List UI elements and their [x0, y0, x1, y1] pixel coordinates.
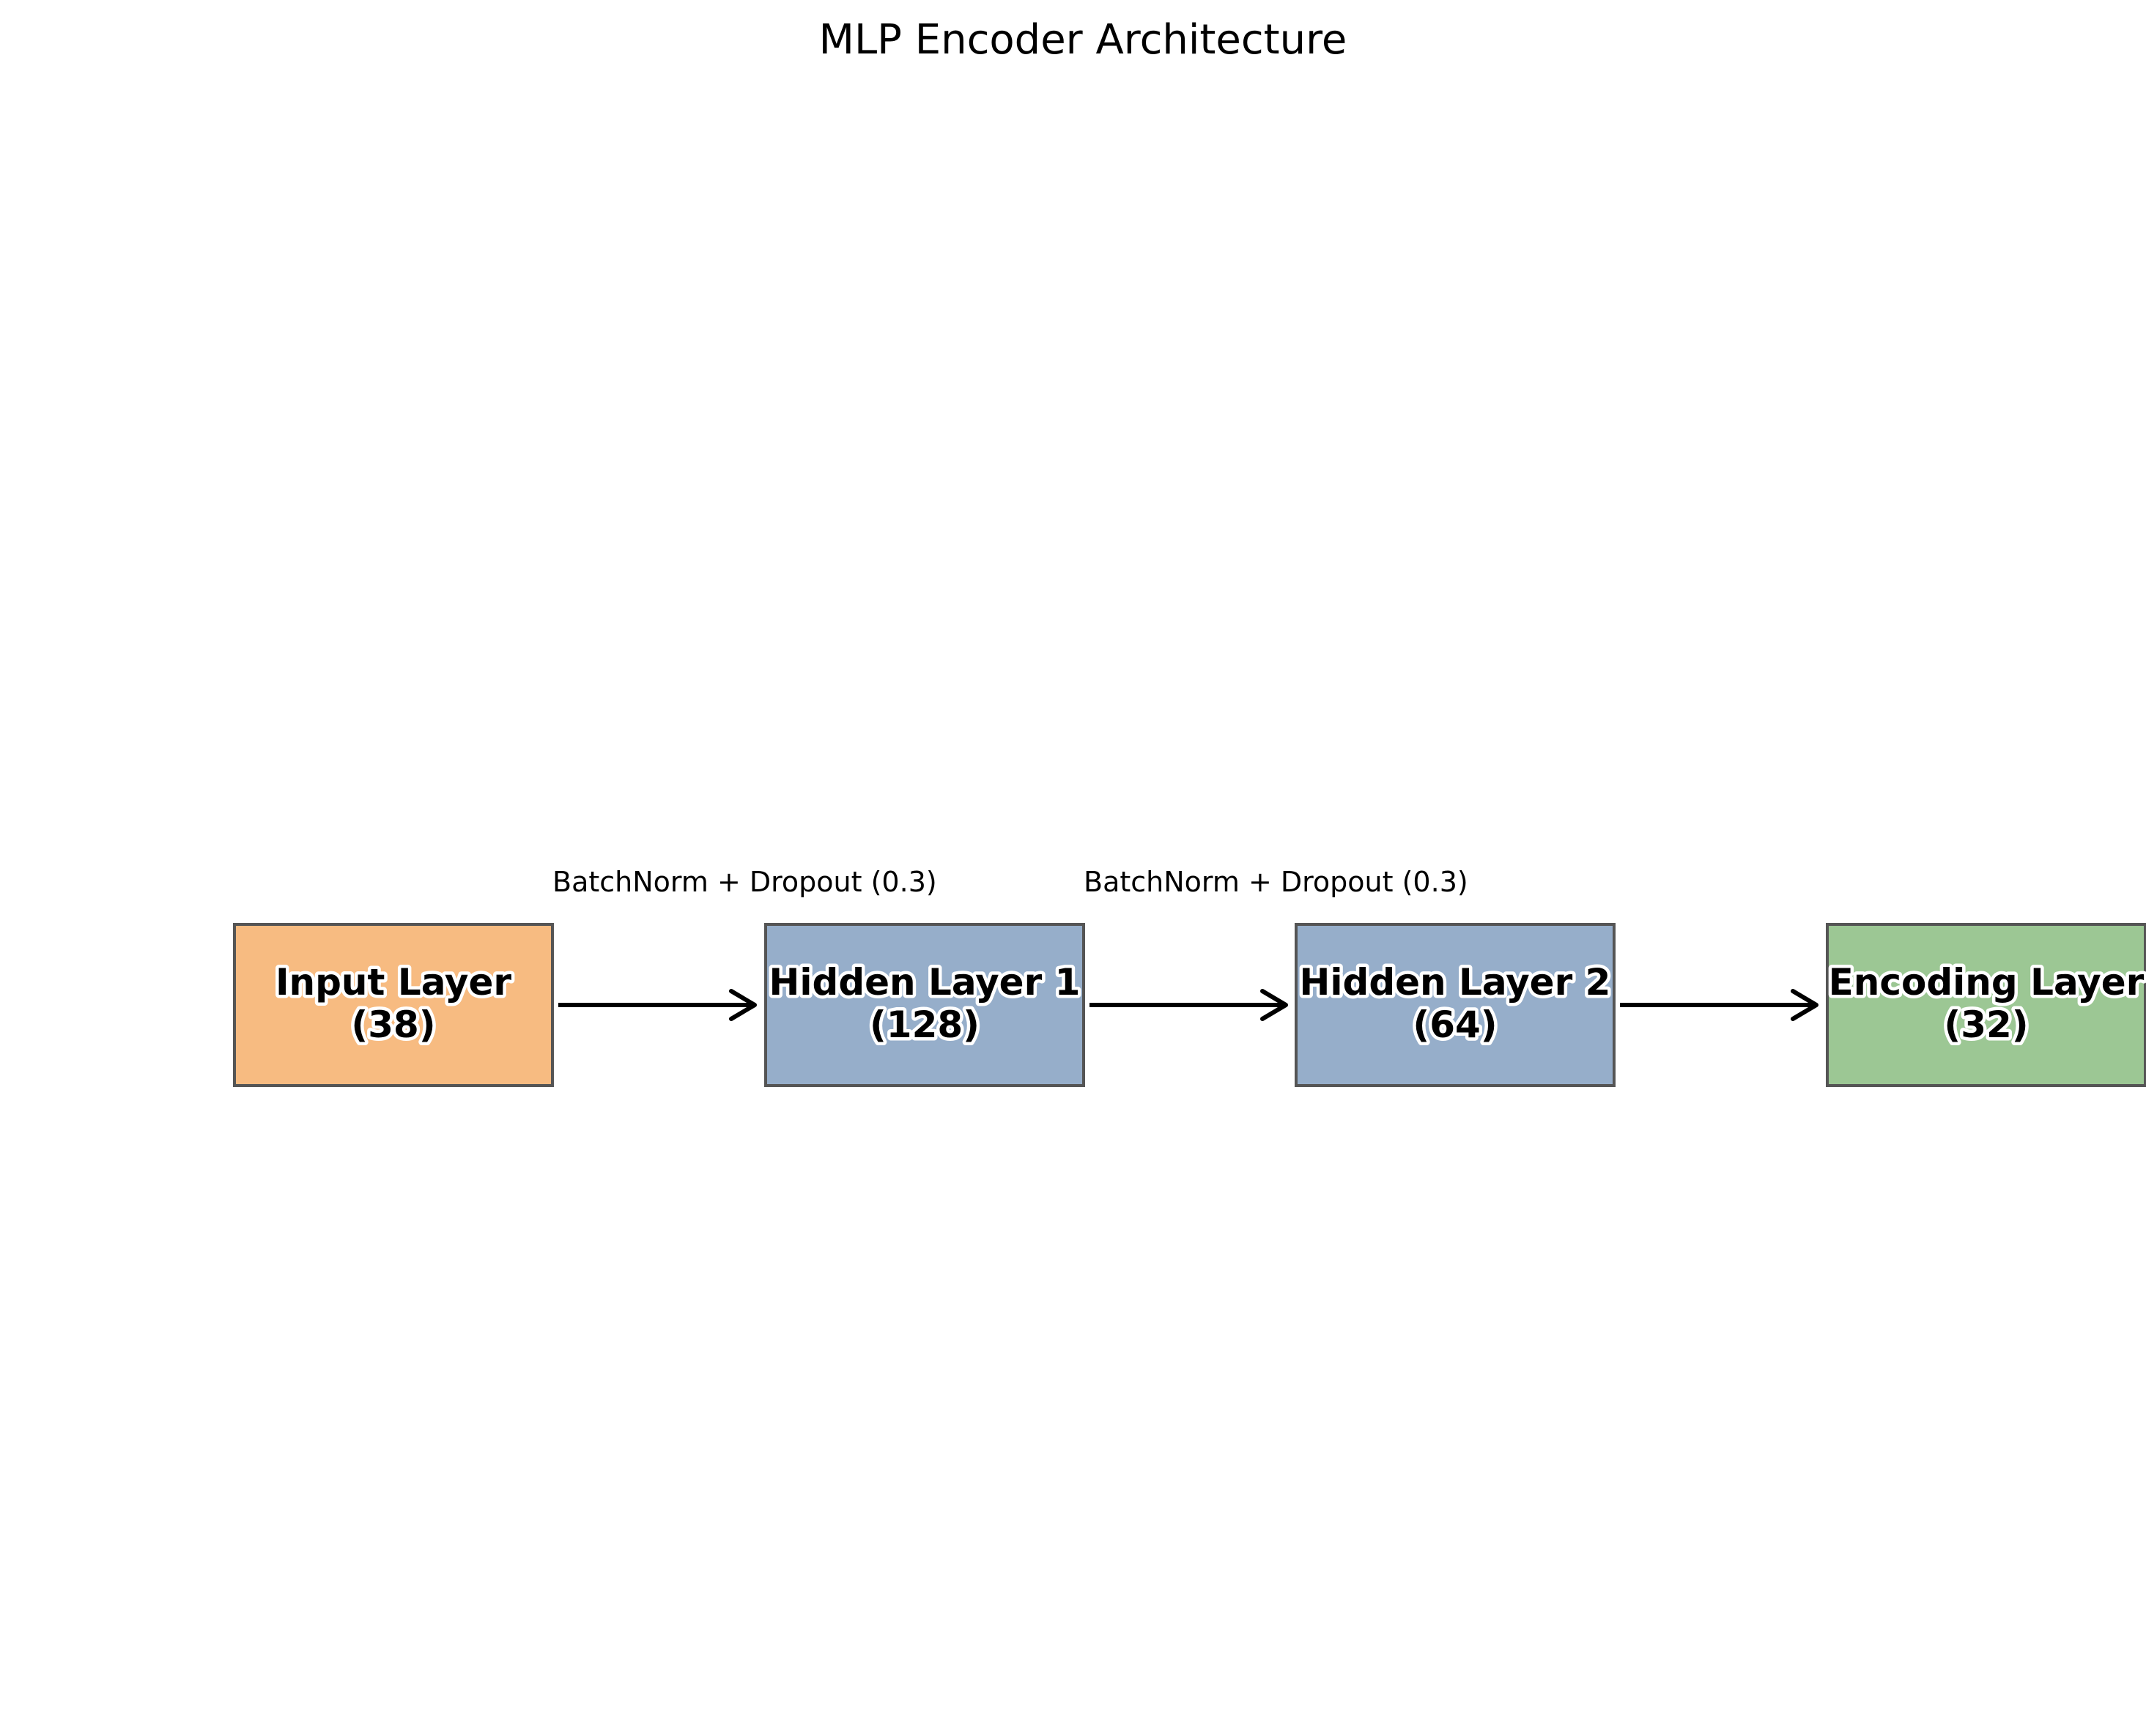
layer-encoding: Encoding Layer (32) — [1825, 923, 2146, 1087]
layer-box — [1826, 923, 2146, 1087]
layer-name: Hidden Layer 2 — [1300, 961, 1611, 1004]
layer-input: Input Layer (38) — [233, 923, 554, 1087]
connection-label: BatchNorm + Dropout (0.3) — [1084, 866, 1468, 898]
layer-box — [1295, 923, 1616, 1087]
connection-hidden-2-to-encoding — [1620, 989, 1818, 1021]
layer-name: Encoding Layer — [1829, 961, 2145, 1004]
layer-name: Input Layer — [275, 961, 511, 1004]
layer-size: (128) — [870, 1004, 980, 1046]
layer-hidden-1: Hidden Layer 1 (128) — [764, 923, 1085, 1087]
layer-hidden-2: Hidden Layer 2 (64) — [1295, 923, 1616, 1087]
layer-size: (64) — [1413, 1004, 1497, 1046]
layer-name: Hidden Layer 1 — [769, 961, 1081, 1004]
layer-size: (38) — [351, 1004, 435, 1046]
connection-hidden-1-to-hidden-2: BatchNorm + Dropout (0.3) — [1084, 866, 1468, 1021]
arrow-head-icon — [1791, 989, 1818, 1021]
arrow-head-icon — [729, 989, 757, 1021]
layer-box — [764, 923, 1085, 1087]
arrow-head-icon — [1260, 989, 1288, 1021]
layer-size: (32) — [1944, 1004, 2028, 1046]
layer-box — [233, 923, 554, 1087]
connection-input-to-hidden-1: BatchNorm + Dropout (0.3) — [552, 866, 937, 1021]
connection-label: BatchNorm + Dropout (0.3) — [552, 866, 937, 898]
diagram-title: MLP Encoder Architecture — [819, 16, 1347, 64]
